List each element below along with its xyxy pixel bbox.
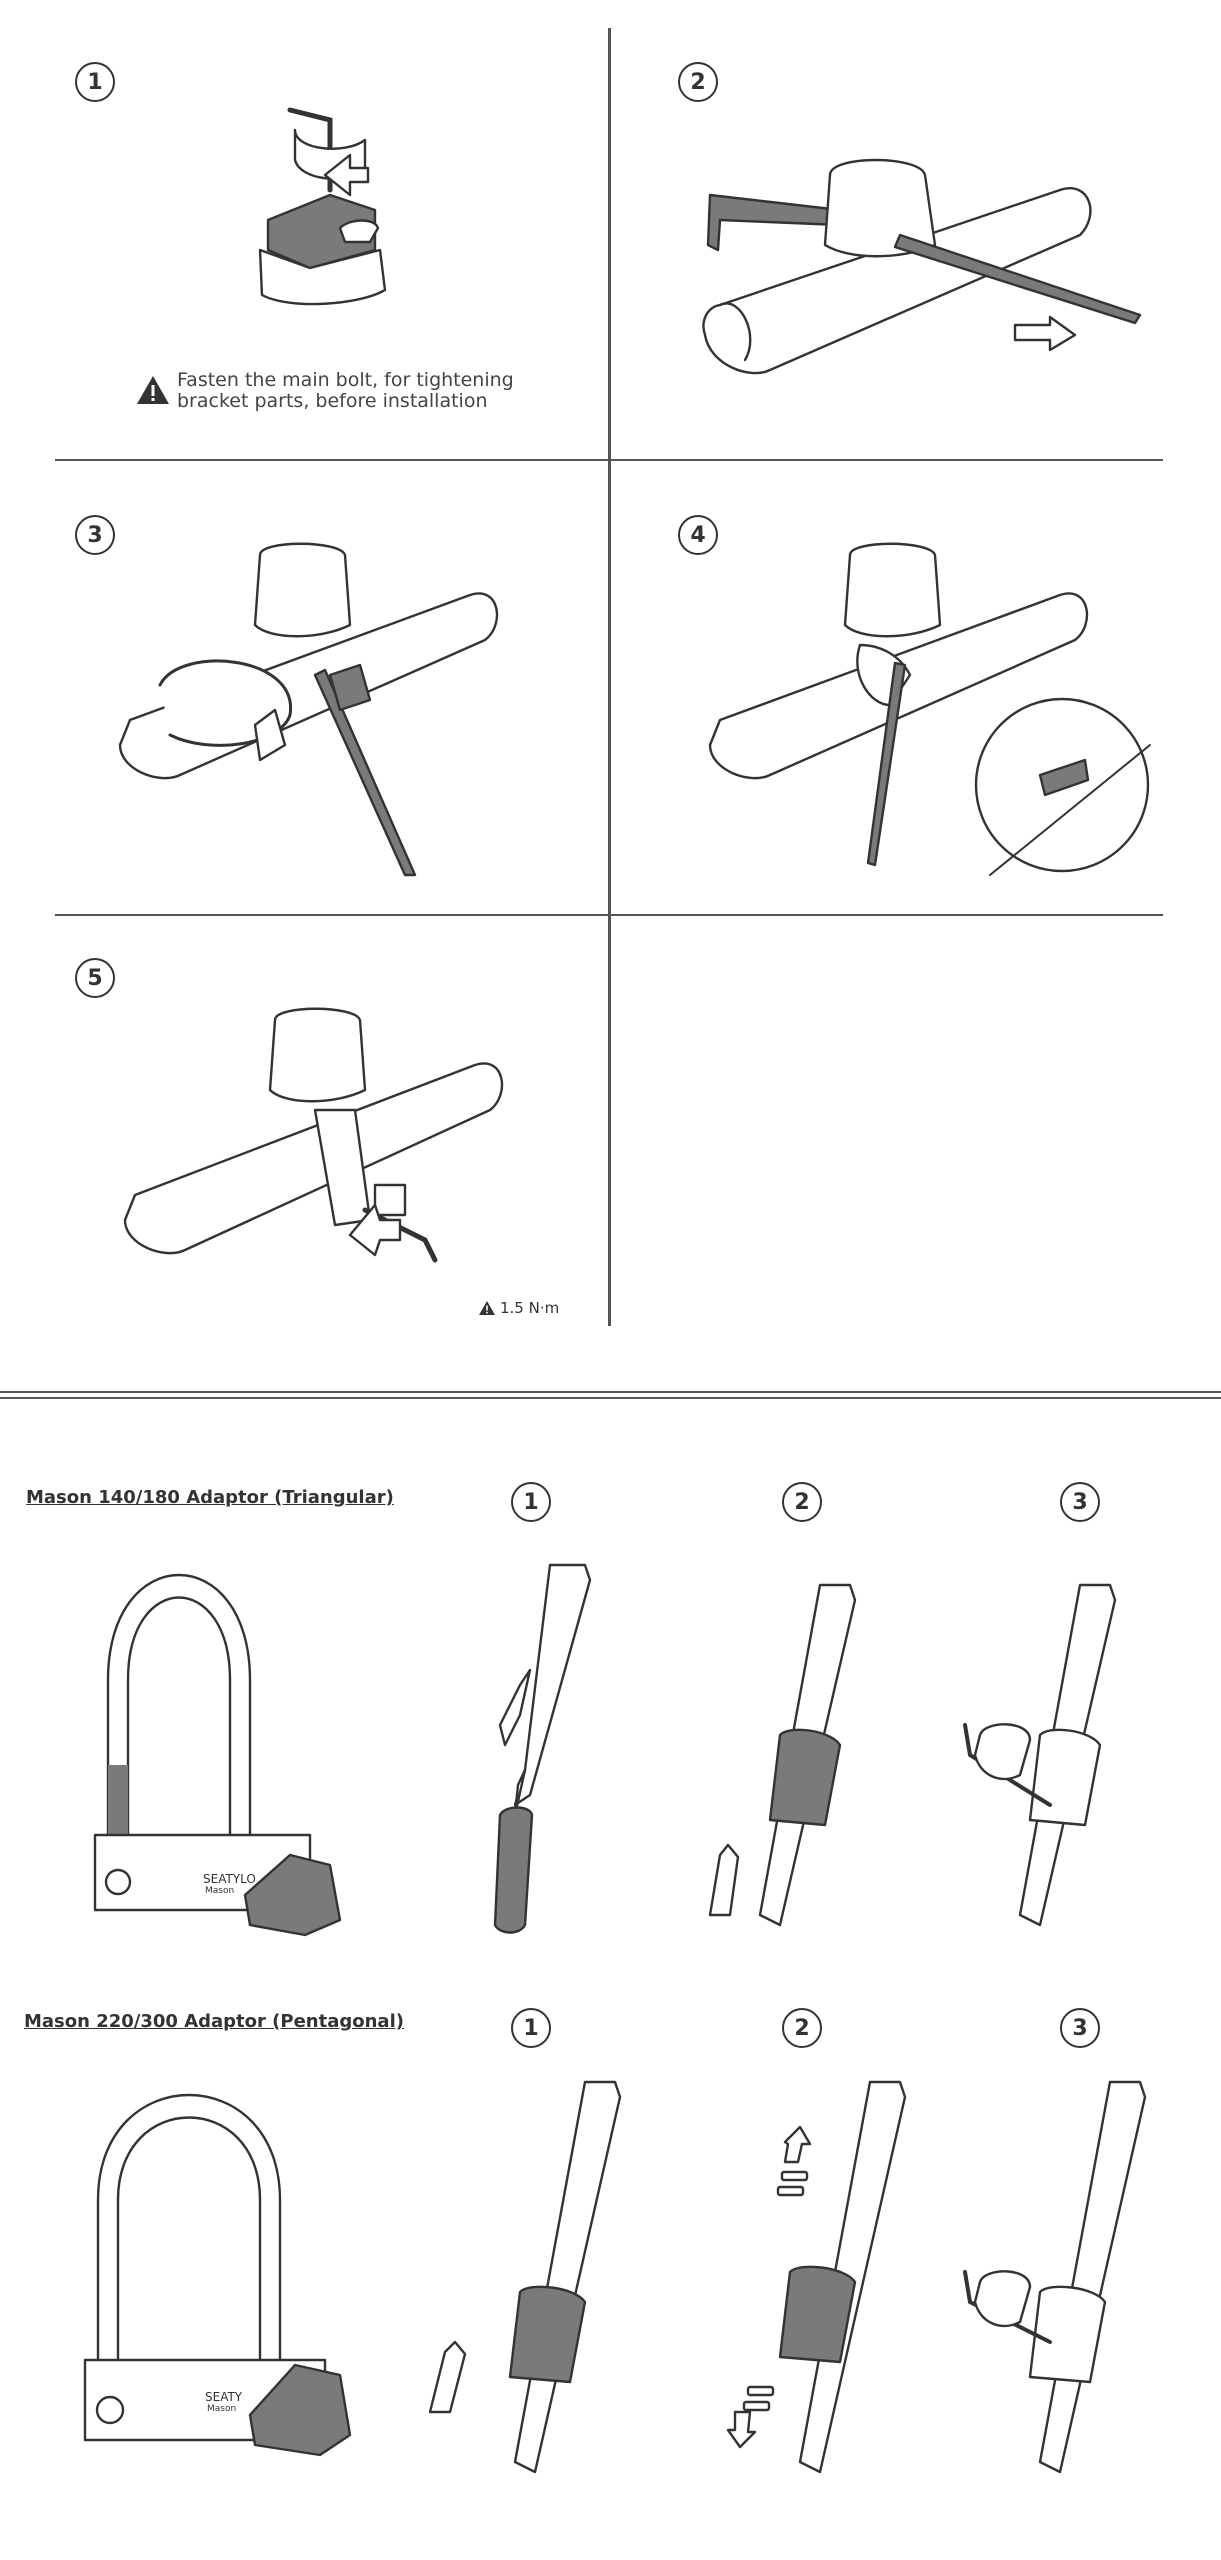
adaptor-1-step-number-2: 2 (782, 1482, 822, 1522)
warning-text-line-1: Fasten the main bolt, for tightening (177, 369, 514, 391)
adaptor-2-step-1-illustration (428, 2080, 622, 2474)
lock-brand-label: SEATYLO (203, 1872, 256, 1886)
step-3-illustration (118, 542, 499, 877)
step-number-1: 1 (75, 62, 115, 102)
torque-spec: 1.5 N·m (478, 1299, 559, 1317)
adaptor-1-step-3-illustration (963, 1583, 1117, 1927)
lock-brand-sublabel: Mason (205, 1886, 235, 1896)
adaptor-1-step-1-illustration (493, 1563, 592, 1934)
adaptor-1-step-2-illustration (708, 1583, 857, 1927)
step-number-3: 3 (75, 515, 115, 555)
grid-row-divider-2 (55, 914, 1163, 916)
grid-vertical-divider (608, 28, 611, 1326)
lock-brand-sublabel-2: Mason (207, 2404, 237, 2414)
section-divider-bottom (0, 1397, 1221, 1399)
adaptor-1-step-number-3: 3 (1060, 1482, 1100, 1522)
step-1-illustration (258, 107, 387, 306)
step-number-2: 2 (678, 62, 718, 102)
section-divider-top (0, 1391, 1221, 1393)
warning-icon (479, 1301, 495, 1315)
adaptor-triangular-title: Mason 140/180 Adaptor (Triangular) (26, 1487, 394, 1508)
adaptor-1-step-number-1: 1 (511, 1482, 551, 1522)
u-lock-pentagonal-illustration (83, 2093, 352, 2457)
adaptor-2-step-number-2: 2 (782, 2008, 822, 2048)
grid-row-divider-1 (55, 459, 1163, 461)
u-lock-triangular-illustration (93, 1574, 342, 1937)
lock-brand-label-2: SEATY (205, 2390, 243, 2404)
adaptor-2-step-3-illustration (963, 2080, 1147, 2474)
warning-icon (137, 376, 169, 404)
torque-value: 1.5 N·m (500, 1299, 560, 1317)
step-4-illustration (708, 542, 1151, 876)
warning-text-line-2: bracket parts, before installation (177, 390, 488, 412)
adaptor-2-step-number-1: 1 (511, 2008, 551, 2048)
step-number-4: 4 (678, 515, 718, 555)
step-number-5: 5 (75, 958, 115, 998)
step-2-illustration (702, 158, 1142, 375)
adaptor-2-step-number-3: 3 (1060, 2008, 1100, 2048)
adaptor-2-step-2-illustration (726, 2080, 907, 2474)
adaptor-pentagonal-title: Mason 220/300 Adaptor (Pentagonal) (24, 2011, 404, 2032)
step-5-illustration (123, 1007, 504, 1263)
